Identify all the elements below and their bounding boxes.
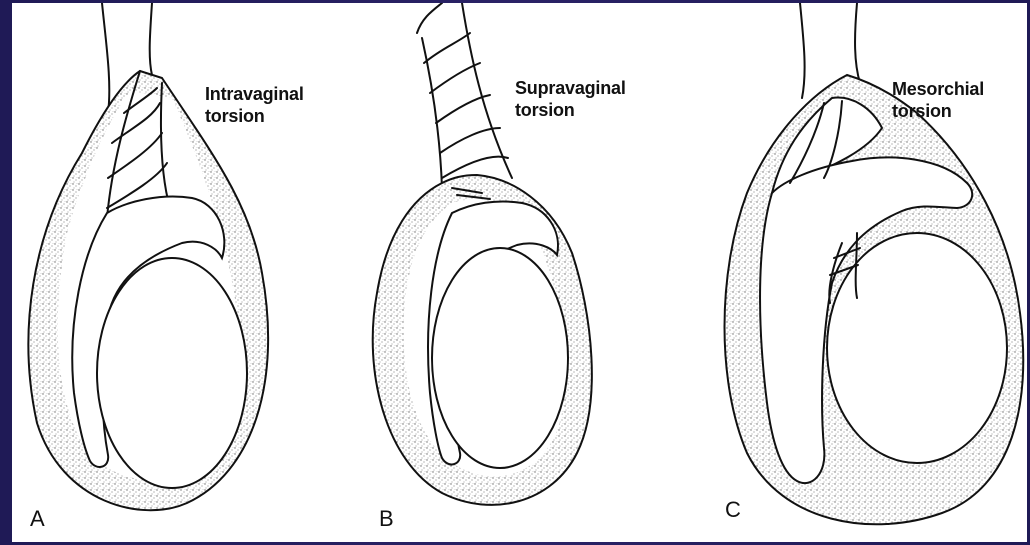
caption-b-line2: torsion — [515, 99, 626, 121]
caption-c-line1: Mesorchial — [892, 78, 984, 100]
torsion-figure: Intravaginal torsion A Supravaginal tors… — [12, 3, 1027, 542]
caption-a-line1: Intravaginal — [205, 83, 304, 105]
caption-intravaginal: Intravaginal torsion — [205, 83, 304, 127]
caption-mesorchial: Mesorchial torsion — [892, 78, 984, 122]
panel-label-c: C — [725, 497, 741, 523]
panel-label-b: B — [379, 506, 394, 532]
panel-a-drawing — [28, 3, 268, 510]
caption-c-line2: torsion — [892, 100, 984, 122]
cord-left-line-a — [102, 3, 109, 113]
caption-supravaginal: Supravaginal torsion — [515, 77, 626, 121]
caption-a-line2: torsion — [205, 105, 304, 127]
panel-label-a: A — [30, 506, 45, 532]
cord-right-line-a — [150, 3, 152, 75]
caption-b-line1: Supravaginal — [515, 77, 626, 99]
